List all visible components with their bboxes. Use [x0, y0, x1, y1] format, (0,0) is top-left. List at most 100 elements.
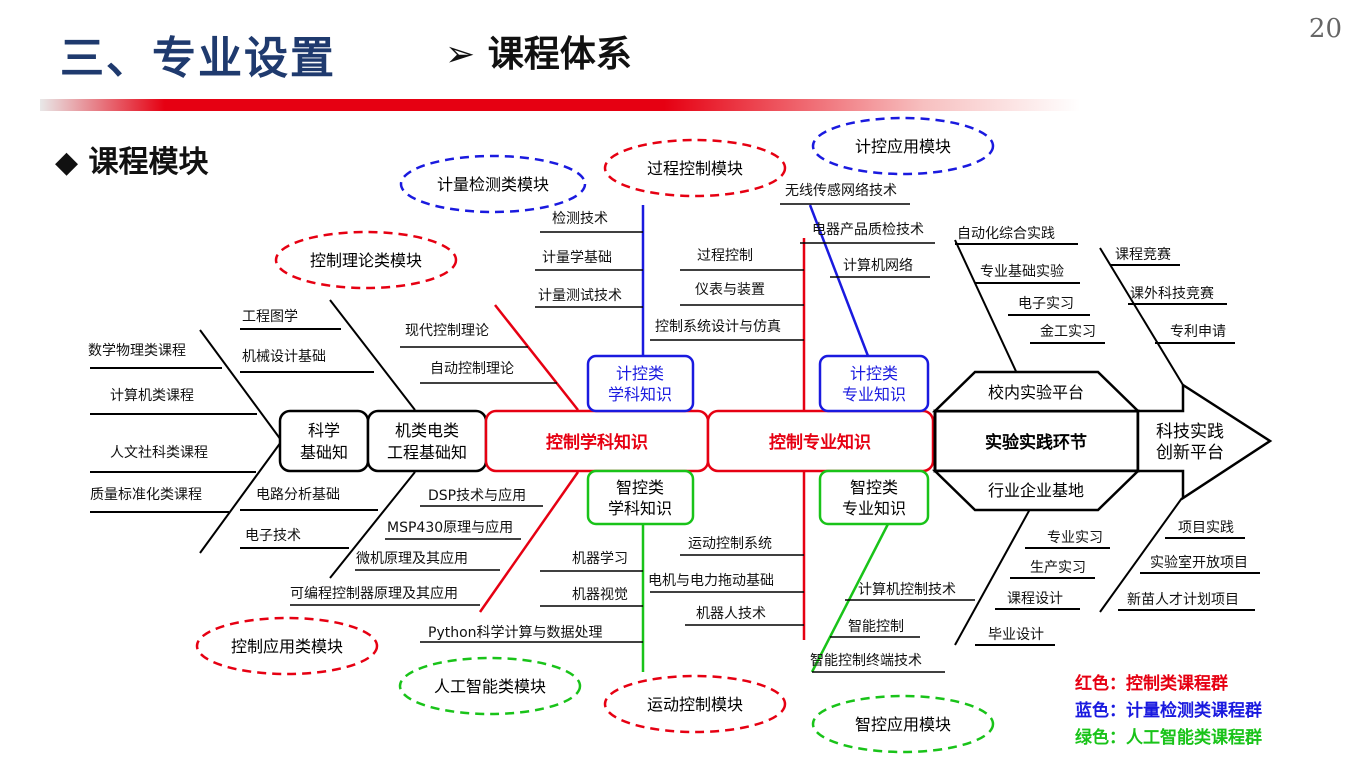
industry-label: 行业企业基地 — [988, 481, 1084, 500]
module-ai — [398, 656, 582, 716]
zk-subject-line1: 智控类 — [616, 478, 664, 497]
module-control-theory — [274, 230, 458, 290]
legend-red: 红色：控制类课程群 — [1075, 673, 1228, 694]
zk-subject-line2: 学科知识 — [608, 499, 672, 518]
course-label: 机械设计基础 — [242, 348, 326, 365]
course-label: 智能控制终端技术 — [810, 653, 922, 669]
course-label: 运动控制系统 — [688, 536, 772, 552]
course-label: 仪表与装置 — [695, 282, 765, 298]
module-process-control — [603, 138, 787, 198]
course-label: 电子技术 — [245, 528, 301, 544]
science-box-line2: 基础知 — [300, 443, 348, 462]
module-process-control-label: 过程控制模块 — [647, 159, 743, 178]
page-title: 三、专业设置 — [60, 33, 336, 84]
course-labels: 数学物理类课程 计算机类课程 人文社科类课程 质量标准化类课程 工程图学 机械设… — [88, 182, 1248, 669]
course-label: 数学物理类课程 — [88, 343, 186, 359]
control-subject-box: 控制学科知识 — [484, 409, 710, 473]
diamond-icon: ◆ — [55, 145, 79, 180]
mech-elec-box: 机类电类 工程基础知 — [366, 409, 488, 473]
course-label: 机器人技术 — [696, 606, 766, 622]
blue-bone-ticks — [535, 203, 935, 308]
module-control-application — [811, 116, 995, 176]
course-label: 工程图学 — [242, 309, 298, 325]
course-label: 计算机控制技术 — [858, 582, 956, 598]
innovation-line1: 科技实践 — [1156, 422, 1224, 442]
control-major-box-label: 控制专业知识 — [769, 432, 871, 453]
section-heading-text: 课程模块 — [88, 145, 209, 180]
subtitle-text: 课程体系 — [487, 34, 632, 75]
jk-major-box: 计控类 专业知识 — [818, 354, 930, 413]
campus-lab-label: 校内实验平台 — [988, 383, 1084, 402]
course-label: 控制系统设计与仿真 — [655, 319, 781, 335]
course-label: 机器视觉 — [572, 587, 628, 603]
module-measurement-label: 计量检测类模块 — [437, 175, 549, 194]
course-label: 机器学习 — [572, 551, 628, 567]
course-label: 课外科技竞赛 — [1130, 285, 1214, 302]
course-label: 金工实习 — [1040, 324, 1096, 340]
zk-major-line1: 智控类 — [850, 478, 898, 497]
course-label: DSP技术与应用 — [428, 487, 526, 504]
course-label: 计量测试技术 — [538, 288, 622, 304]
course-label: 电路分析基础 — [256, 486, 340, 503]
course-label: 现代控制理论 — [405, 323, 489, 339]
course-label: 计算机类课程 — [110, 388, 194, 404]
course-label: 质量标准化类课程 — [90, 487, 202, 503]
module-control-app-class-label: 控制应用类模块 — [231, 637, 343, 656]
mech-elec-box-line2: 工程基础知 — [387, 443, 467, 462]
module-control-app-class — [195, 616, 379, 676]
module-control-theory-label: 控制理论类模块 — [310, 251, 422, 270]
course-label: 计算机网络 — [843, 258, 913, 274]
blue-bones — [641, 204, 870, 357]
section-heading: ◆ 课程模块 — [55, 137, 209, 181]
jk-major-line1: 计控类 — [850, 364, 898, 383]
course-label: 微机原理及其应用 — [356, 550, 468, 567]
page-number: 20 — [1308, 14, 1342, 44]
mech-elec-box-line1: 机类电类 — [395, 421, 459, 440]
science-box: 科学 基础知 — [278, 409, 370, 473]
module-motion-control — [603, 674, 787, 734]
zk-major-line2: 专业知识 — [842, 499, 906, 518]
course-label: 专业实习 — [1047, 530, 1103, 546]
title-underline-bar — [40, 99, 1080, 111]
practice-label: 实验实践环节 — [985, 432, 1087, 453]
course-label: 课程竞赛 — [1115, 246, 1171, 263]
course-label: 新苗人才计划项目 — [1127, 592, 1239, 608]
jk-subject-line1: 计控类 — [616, 364, 664, 383]
red-bones — [478, 238, 806, 640]
course-label: 检测技术 — [552, 211, 608, 227]
control-subject-box-label: 控制学科知识 — [546, 432, 648, 453]
course-label: MSP430原理与应用 — [387, 519, 513, 536]
module-ai-label: 人工智能类模块 — [434, 677, 546, 696]
course-label: 自动化综合实践 — [957, 226, 1055, 242]
course-label: 智能控制 — [848, 619, 904, 635]
course-label: 计量学基础 — [542, 249, 612, 266]
legend: 红色：控制类课程群 蓝色：计量检测类课程群 绿色：人工智能类课程群 — [1075, 673, 1262, 748]
course-label: 实验室开放项目 — [1150, 554, 1248, 571]
jk-subject-box: 计控类 学科知识 — [586, 354, 695, 413]
jk-major-line2: 专业知识 — [842, 385, 906, 404]
module-smart-app-label: 智控应用模块 — [855, 715, 951, 734]
jk-subject-line2: 学科知识 — [608, 385, 672, 404]
zk-major-box: 智控类 专业知识 — [818, 469, 930, 526]
course-label: 生产实习 — [1030, 560, 1086, 576]
course-label: 可编程控制器原理及其应用 — [290, 585, 458, 602]
course-label: 电器产品质检技术 — [812, 222, 924, 238]
science-box-line1: 科学 — [308, 421, 340, 440]
control-major-box: 控制专业知识 — [706, 409, 935, 473]
module-measurement — [399, 154, 587, 214]
course-label: 电机与电力拖动基础 — [648, 572, 774, 589]
course-label: 人文社科类课程 — [110, 445, 208, 461]
section-subtitle: ➢ 课程体系 — [445, 25, 632, 77]
course-label: 项目实践 — [1178, 520, 1234, 536]
zk-subject-box: 智控类 学科知识 — [586, 469, 695, 526]
course-label: 过程控制 — [697, 248, 753, 264]
course-label: 无线传感网络技术 — [785, 182, 897, 199]
module-smart-app — [811, 694, 995, 754]
innovation-arrow: 科技实践 创新平台 — [1136, 382, 1273, 501]
red-bone-ticks — [290, 269, 804, 626]
course-label: 毕业设计 — [988, 627, 1044, 643]
legend-blue: 蓝色：计量检测类课程群 — [1075, 700, 1262, 721]
innovation-line2: 创新平台 — [1156, 443, 1224, 463]
module-motion-control-label: 运动控制模块 — [647, 695, 743, 714]
